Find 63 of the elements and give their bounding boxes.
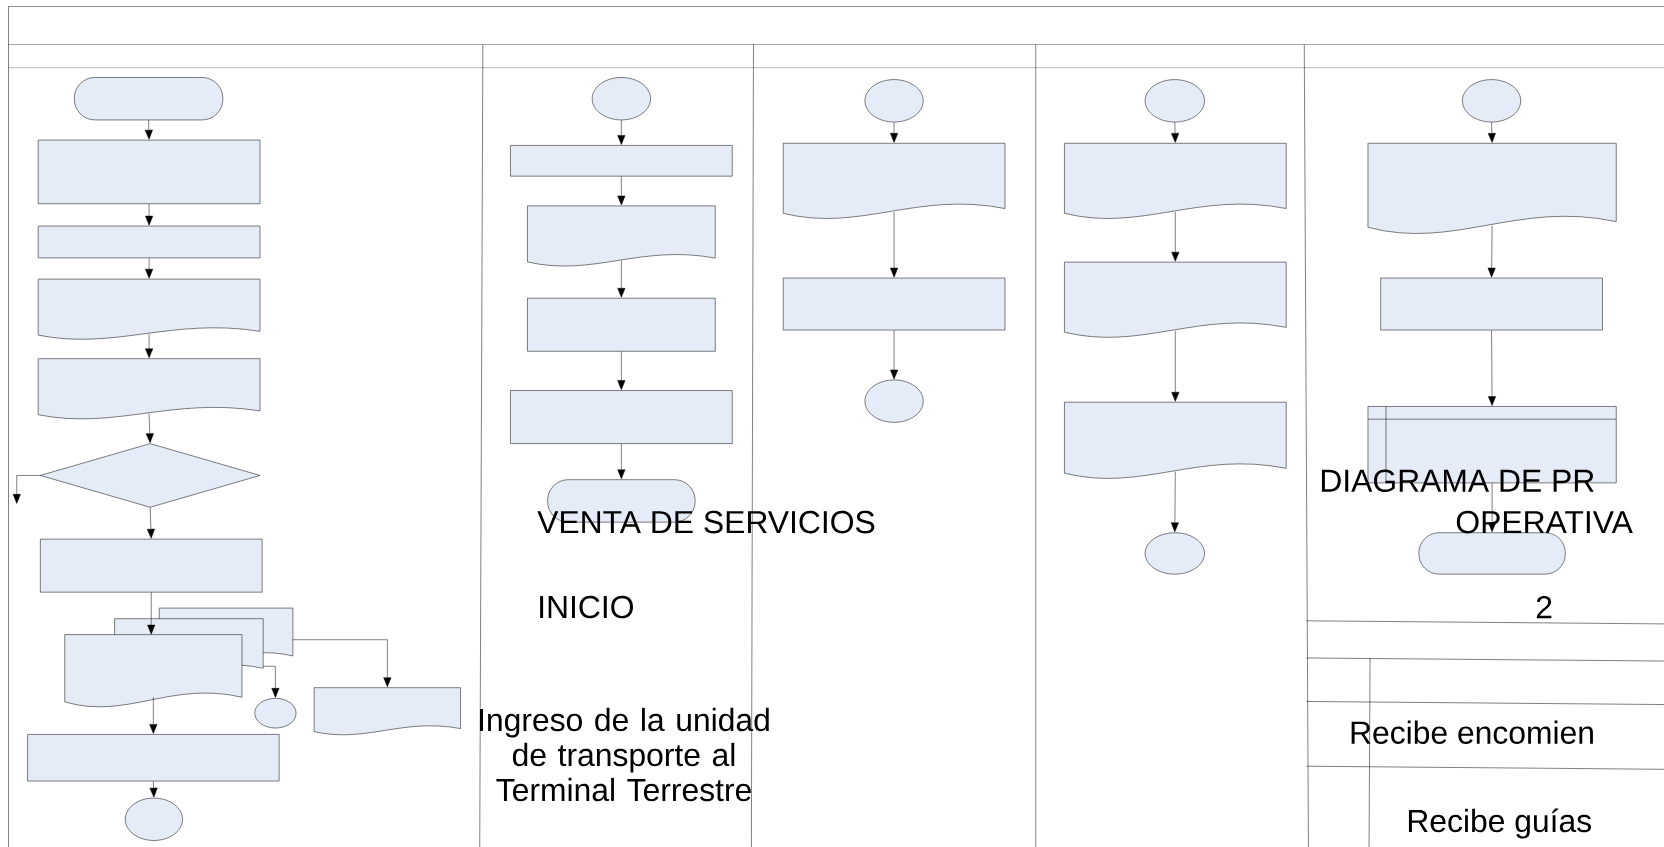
arrow: [146, 507, 155, 539]
document-shape: [37, 278, 261, 340]
arrow: [890, 330, 899, 380]
label-text: INICIO: [540, 595, 633, 619]
decision-diamond: [40, 443, 261, 508]
heading-text: DIAGRAMA DE PR: [1321, 469, 1594, 492]
document-shape: [1367, 143, 1617, 234]
label-text: Ingreso de la unidad de transporte al Terminal Terrestre: [480, 707, 769, 802]
document-shape: [1064, 143, 1287, 219]
heading-text: OPERATIVA: [1456, 510, 1633, 534]
process-box: [510, 390, 733, 444]
document-shape: [782, 143, 1006, 219]
arrow: [1487, 122, 1496, 143]
process-box: [782, 277, 1006, 331]
connector-circle: [125, 797, 183, 841]
table-cell-text: Recibe encomien: [1351, 720, 1593, 744]
arrow: [292, 639, 392, 688]
arrow: [145, 413, 154, 443]
document-shape: [313, 687, 461, 735]
multi-document-shape: [64, 607, 294, 707]
arrow: [1171, 122, 1179, 143]
process-box: [37, 139, 261, 204]
process-box: [40, 538, 263, 593]
arrow: [1170, 471, 1179, 533]
arrow: [145, 333, 154, 359]
connector-circle: [1144, 532, 1205, 575]
connector-circle: [864, 79, 924, 123]
arrow: [890, 122, 899, 143]
arrow: [144, 119, 153, 140]
arrow: [1488, 482, 1497, 533]
arrow: [617, 176, 626, 206]
process-box: [37, 225, 261, 259]
table-cell-text: Recibe guías: [1408, 808, 1591, 839]
arrow: [262, 666, 280, 698]
connector-circle: [254, 698, 297, 729]
document-shape: [1064, 261, 1287, 338]
document-shape: [37, 358, 261, 420]
document-shape: [527, 205, 716, 267]
arrow: [617, 351, 626, 390]
arrow: [617, 119, 626, 145]
arrow: [145, 203, 154, 226]
arrow: [147, 592, 156, 635]
arrow: [617, 260, 626, 298]
arrow: [1487, 225, 1496, 278]
process-box: [27, 734, 280, 782]
connector-circle: [1144, 79, 1205, 123]
arrow: [1488, 330, 1496, 406]
arrow: [890, 211, 899, 278]
arrow: [149, 781, 158, 798]
arrow: [1171, 211, 1180, 262]
connector-circle: [1462, 79, 1521, 123]
arrow: [617, 443, 626, 480]
heading-text: VENTA DE SERVICIOS: [537, 510, 875, 534]
process-box: [527, 297, 716, 352]
arrow: [149, 696, 158, 734]
arrow: [12, 475, 41, 504]
connector-circle: [591, 77, 651, 121]
arrow: [1171, 330, 1180, 402]
arrow: [145, 257, 154, 279]
document-shape: [1064, 401, 1287, 479]
connector-circle: [864, 379, 924, 423]
process-box: [1380, 277, 1603, 331]
process-box: [510, 145, 733, 177]
